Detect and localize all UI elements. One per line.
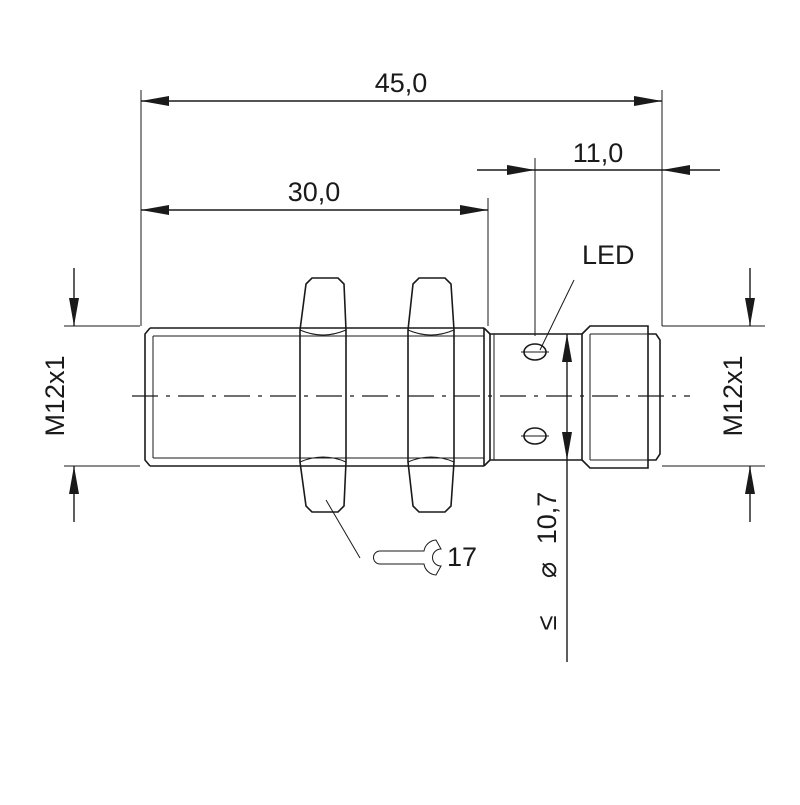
dimension-connector-length [477,158,720,336]
led-window-bottom [521,427,549,445]
led-label: LED [582,240,635,270]
connector-plug [581,325,661,469]
wrench-size-label: 17 [447,542,477,572]
diameter-symbol: ⌀ [532,562,562,578]
dimension-thread-right [662,268,765,522]
wrench-leader-line [325,499,361,559]
less-equal-symbol: ≤ [532,616,562,631]
led-window-top [521,343,549,361]
connector-length-label: 11,0 [573,138,624,168]
wrench-icon [373,539,442,576]
hex-nut-right [407,277,455,513]
overall-length-label: 45,0 [375,68,428,98]
dimension-thread-left [64,268,140,522]
diameter-label: 10,7 [532,492,562,545]
hex-nut-left [299,277,347,513]
thread-right-label: M12x1 [718,355,748,436]
dimension-overall-length [140,90,663,326]
dimension-diameter [562,334,572,662]
thread-length-label: 30,0 [288,177,341,207]
thread-left-label: M12x1 [40,355,70,436]
dimension-thread-length [141,198,489,326]
led-leader-line [539,279,575,351]
threaded-body [144,327,491,467]
